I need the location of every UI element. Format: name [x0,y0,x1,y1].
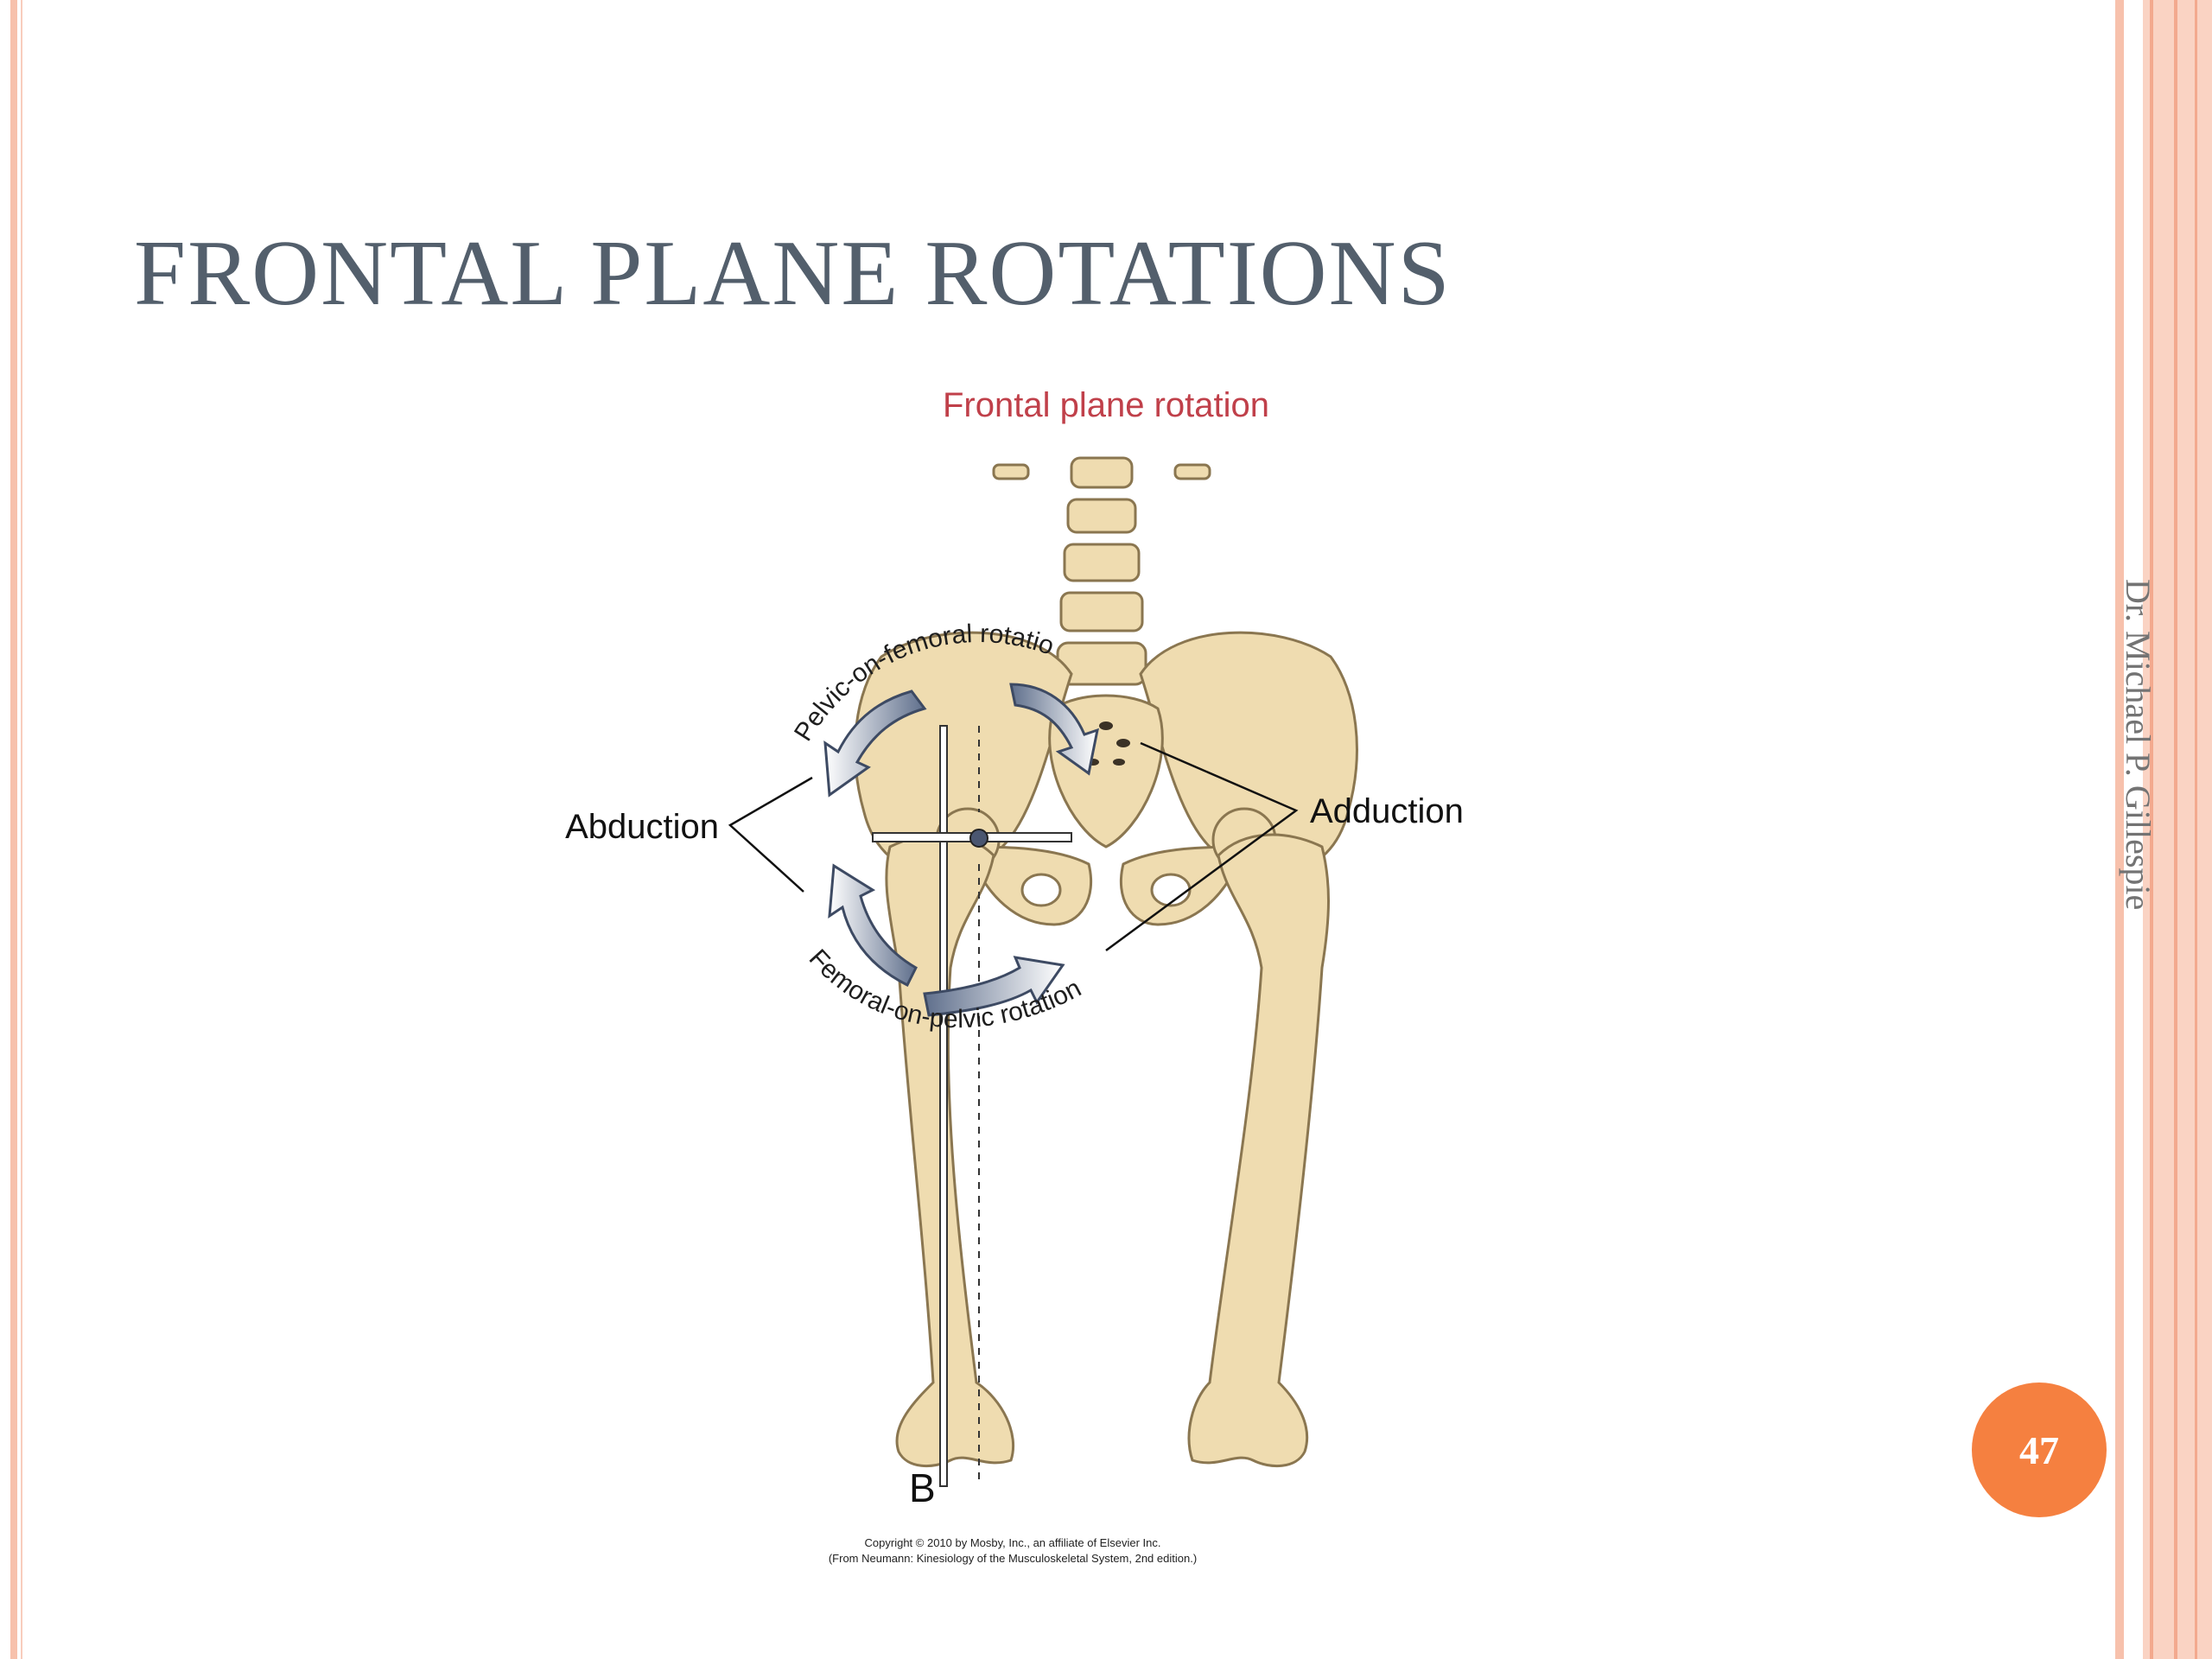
right-border-line-1 [2150,0,2153,1659]
page-number: 47 [2019,1427,2059,1472]
callout-lines [728,741,1299,952]
left-femur [885,807,1015,1468]
right-border-stripe [2115,0,2124,1659]
rotation-axis [872,725,1072,1487]
slide-title: FRONTAL PLANE ROTATIONS [134,222,1452,325]
adduction-label: Adduction [1310,792,1464,830]
lumbar-spine [992,456,1211,686]
abduction-label: Abduction [565,808,719,846]
figure-heading: Frontal plane rotation [943,386,1269,424]
page-number-badge: 47 [1972,1382,2107,1517]
author-name: Dr. Michael P. Gillespie [2119,579,2158,911]
left-border-stripe [10,0,17,1659]
right-femur [1187,807,1330,1468]
femoral-on-pelvic-arrows [828,863,1065,1017]
right-border-line-2 [2174,0,2177,1659]
frontal-plane-figure: Frontal plane rotation [518,363,1464,1565]
right-border-line-3 [2195,0,2197,1659]
left-border-line [21,0,22,1659]
copyright-line-2: (From Neumann: Kinesiology of the Muscul… [829,1552,1197,1565]
pelvic-on-femoral-arrows [823,683,1099,798]
right-border-band [2143,0,2212,1659]
copyright-line-1: Copyright © 2010 by Mosby, Inc., an affi… [865,1536,1161,1549]
panel-label: B [909,1465,936,1510]
